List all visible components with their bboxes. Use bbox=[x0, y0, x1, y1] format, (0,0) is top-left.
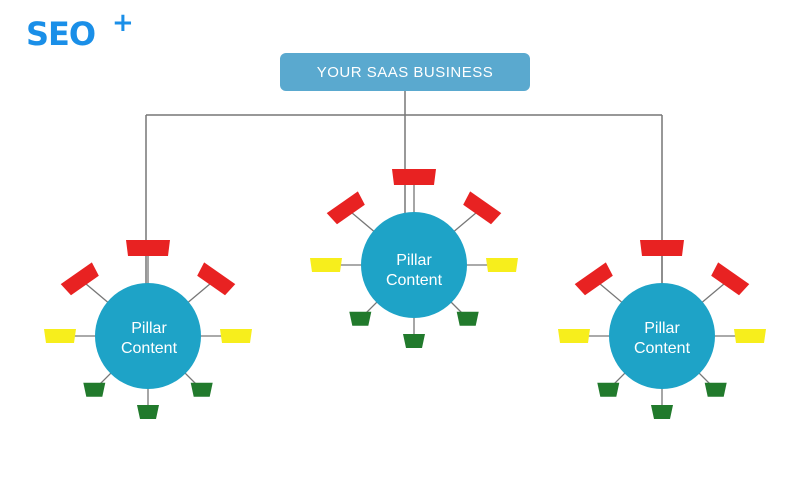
green-cluster-topic-2-7 bbox=[349, 311, 372, 326]
yellow-cluster-topic-1-5 bbox=[220, 329, 252, 343]
green-cluster-topic-3-6 bbox=[651, 405, 673, 419]
yellow-cluster-topic-3-4 bbox=[558, 329, 590, 343]
pillar-cluster-2 bbox=[310, 169, 518, 348]
pillar-label-1-line1: Pillar bbox=[131, 320, 167, 337]
yellow-cluster-topic-2-5 bbox=[486, 258, 518, 272]
logo-plus: + bbox=[112, 8, 134, 38]
red-cluster-topic-3-3 bbox=[711, 262, 750, 296]
red-cluster-topic-1-1 bbox=[126, 240, 170, 256]
yellow-cluster-topic-2-4 bbox=[310, 258, 342, 272]
logo-text: SEO bbox=[26, 15, 96, 53]
yellow-cluster-topic-1-4 bbox=[44, 329, 76, 343]
red-cluster-topic-1-2 bbox=[60, 262, 99, 296]
pillar-label-2: Pillar Content bbox=[359, 251, 469, 291]
red-cluster-topic-3-1 bbox=[640, 240, 684, 256]
pillar-circle-2 bbox=[361, 212, 467, 318]
pillar-cluster-3 bbox=[558, 240, 766, 419]
pillar-label-3: Pillar Content bbox=[607, 319, 717, 359]
green-cluster-topic-3-8 bbox=[704, 382, 727, 397]
pillar-label-1-line2: Content bbox=[120, 340, 178, 357]
clusters bbox=[44, 169, 766, 419]
pillar-label-2-line2: Content bbox=[385, 272, 443, 289]
root-node: YOUR SAAS BUSINESS bbox=[280, 53, 530, 91]
green-cluster-topic-3-7 bbox=[597, 382, 620, 397]
pillar-circle-1 bbox=[95, 283, 201, 389]
green-cluster-topic-2-6 bbox=[403, 334, 425, 348]
yellow-cluster-topic-3-5 bbox=[734, 329, 766, 343]
green-cluster-topic-1-7 bbox=[83, 382, 106, 397]
pillar-label-1: Pillar Content bbox=[94, 319, 204, 359]
red-cluster-topic-1-3 bbox=[197, 262, 236, 296]
pillar-label-3-line1: Pillar bbox=[644, 320, 680, 337]
green-cluster-topic-1-8 bbox=[190, 382, 213, 397]
green-cluster-topic-1-6 bbox=[137, 405, 159, 419]
pillar-label-2-line1: Pillar bbox=[396, 252, 432, 269]
pillar-label-3-line2: Content bbox=[633, 340, 691, 357]
red-cluster-topic-3-2 bbox=[574, 262, 613, 296]
red-cluster-topic-2-1 bbox=[392, 169, 436, 185]
pillar-circle-3 bbox=[609, 283, 715, 389]
red-cluster-topic-2-3 bbox=[463, 191, 502, 225]
pillar-cluster-1 bbox=[44, 240, 252, 419]
green-cluster-topic-2-8 bbox=[456, 311, 479, 326]
red-cluster-topic-2-2 bbox=[326, 191, 365, 225]
seo-plus-logo: SEO + bbox=[26, 8, 134, 54]
